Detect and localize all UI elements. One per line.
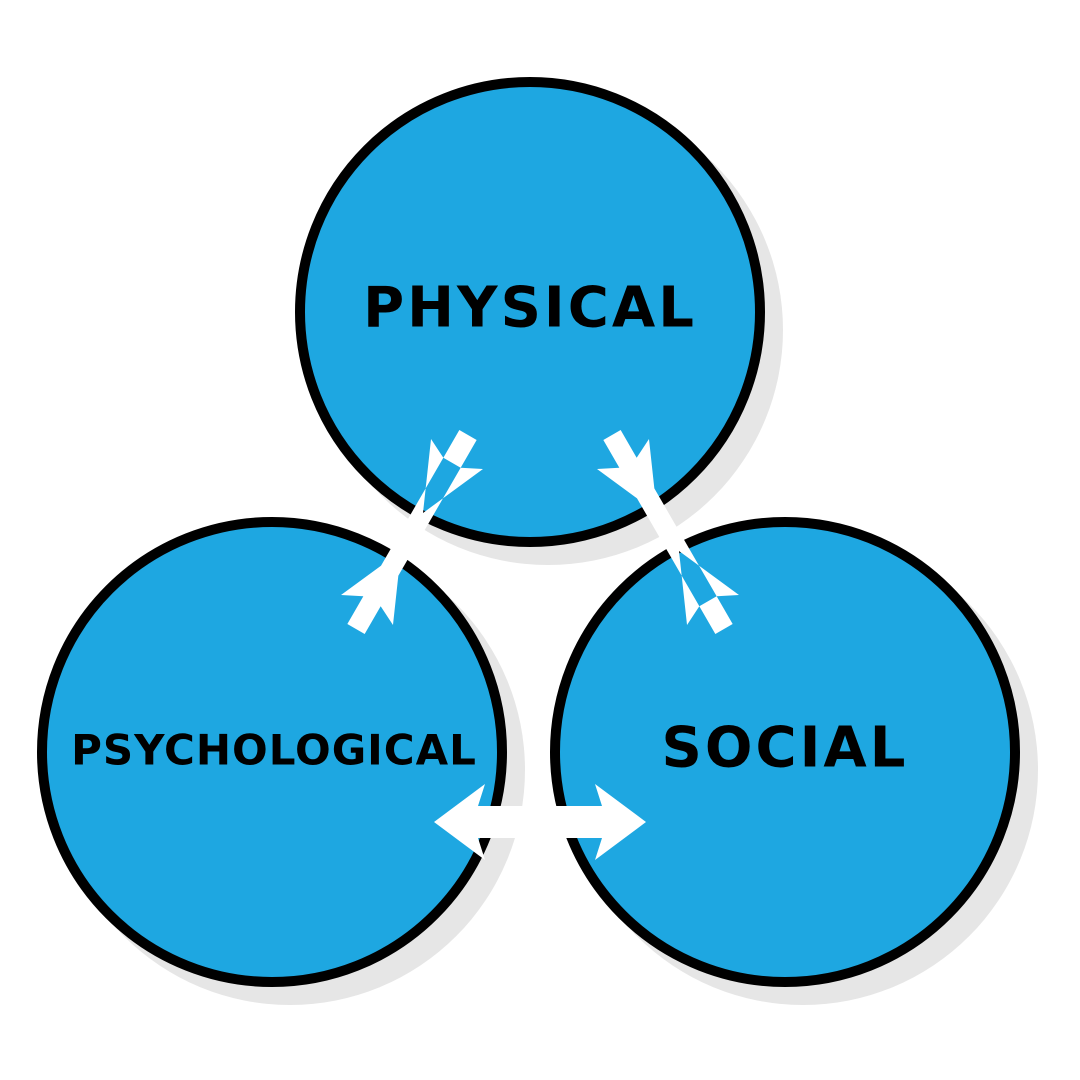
circle-physical xyxy=(295,77,765,547)
psychological-label: PSYCHOLOGICAL xyxy=(71,726,477,775)
psychological-circle-fill xyxy=(42,522,502,982)
circle-psychological xyxy=(37,517,507,987)
social-circle-fill xyxy=(555,522,1015,982)
social-circle-outline xyxy=(550,517,1020,987)
social-label: SOCIAL xyxy=(662,716,909,781)
circle-social xyxy=(550,517,1020,987)
circle-labels: PHYSICAL PSYCHOLOGICAL SOCIAL xyxy=(71,276,909,781)
arrow-physical-psychological xyxy=(341,430,483,634)
physical-circle-outline xyxy=(295,77,765,547)
arrow-physical-social xyxy=(597,430,739,634)
psychological-circle-outline xyxy=(37,517,507,987)
connection-arrows xyxy=(341,430,739,860)
arrow-psychological-social xyxy=(434,784,646,860)
physical-circle-fill xyxy=(300,82,760,542)
physical-label: PHYSICAL xyxy=(363,276,697,341)
